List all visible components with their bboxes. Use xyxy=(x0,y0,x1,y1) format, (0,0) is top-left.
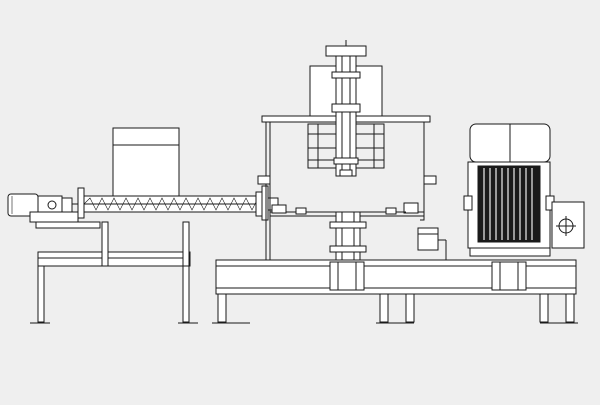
main-electric-motor xyxy=(463,123,585,257)
main-base-frame xyxy=(212,259,578,324)
conveyor-drive-motor xyxy=(7,193,101,229)
conveyor-support-frame xyxy=(30,221,198,324)
screw-conveyor xyxy=(70,185,279,222)
agitator-drive xyxy=(309,40,383,177)
motor-cooling-fins xyxy=(483,168,533,240)
mixing-vessel xyxy=(257,115,447,266)
feed-hopper xyxy=(112,127,180,197)
